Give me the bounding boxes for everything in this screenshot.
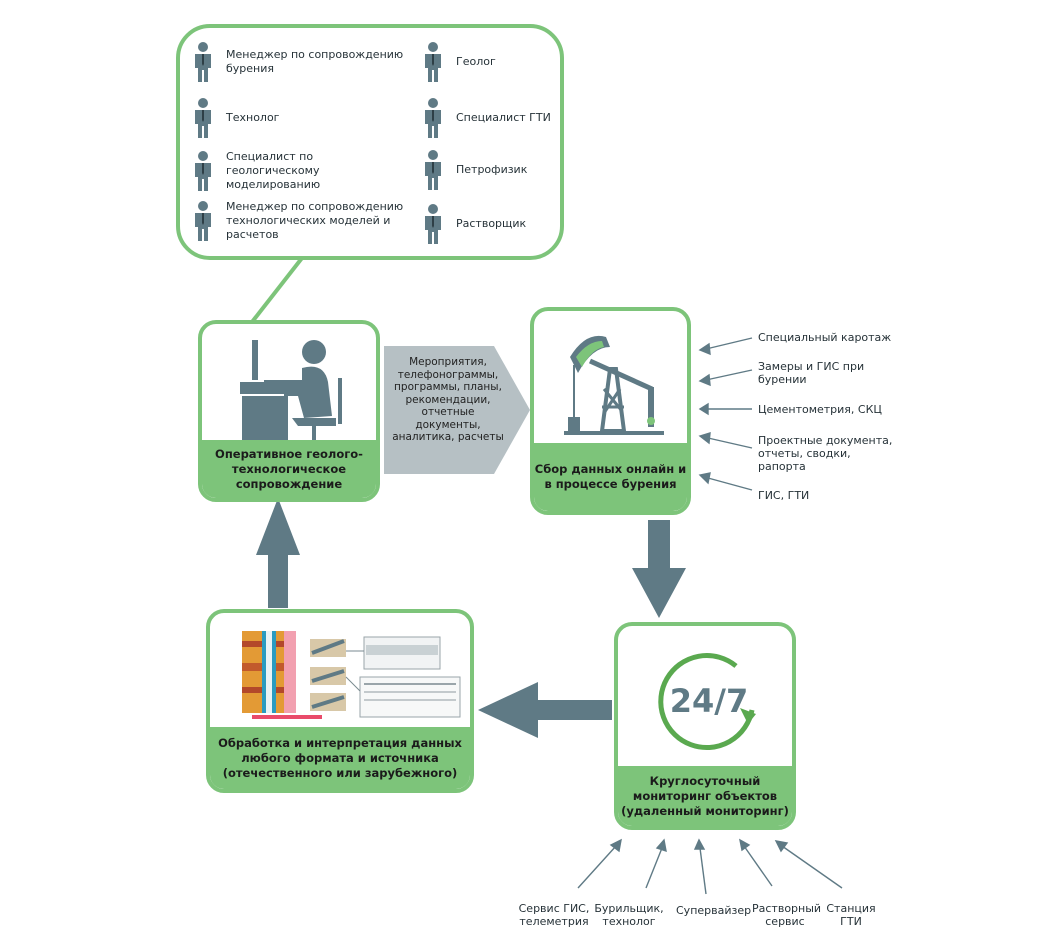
team-role-label: Менеджер по сопровождению бурения: [226, 48, 404, 75]
team-box: [176, 24, 564, 260]
team-role-label: Технолог: [226, 111, 280, 124]
person-icon: [425, 150, 441, 190]
team-role-right-1: Специалист ГТИ: [424, 98, 566, 138]
left-arrow: [478, 682, 612, 738]
team-role-left-3: Менеджер по сопровождению технологически…: [194, 200, 406, 242]
collection-input-label: Цементометрия, СКЦ: [758, 403, 882, 416]
team-role-left-1: Технолог: [194, 98, 406, 138]
person-icon: [195, 42, 211, 82]
flow-label: Мероприятия, телефонограммы, программы, …: [392, 356, 504, 443]
team-role-label: Специалист ГТИ: [456, 111, 551, 124]
person-icon: [195, 151, 211, 191]
up-arrow: [256, 498, 300, 608]
collection-input-arrows: [698, 337, 753, 491]
processing-card: Обработка и интерпретация данных любого …: [206, 609, 474, 793]
team-role-left-0: Менеджер по сопровождению бурения: [194, 42, 406, 82]
collection-card: Сбор данных онлайн и в процессе бурения: [530, 307, 691, 515]
person-icon: [425, 98, 441, 138]
team-role-label: Специалист по геологическому моделирован…: [226, 150, 321, 191]
flow-chevron-arrow: [384, 346, 530, 474]
collection-caption: Сбор данных онлайн и в процессе бурения: [534, 443, 687, 511]
log-interpretation-image: [242, 631, 461, 719]
collection-input-label: Специальный каротаж: [758, 331, 892, 344]
collection-input-label: Проектные документа, отчеты, сводки, рап…: [758, 434, 893, 473]
clock-24-7-icon: 24/7: [658, 653, 756, 750]
collection-input-label: ГИС, ГТИ: [758, 489, 810, 502]
monitoring-input-label: Растворный сервис: [752, 902, 822, 928]
pumpjack-icon: [564, 335, 664, 435]
down-arrow: [632, 520, 686, 618]
team-role-left-2: Специалист по геологическому моделирован…: [194, 150, 406, 192]
team-role-label: Растворщик: [456, 217, 527, 230]
team-role-label: Петрофизик: [456, 163, 528, 176]
team-role-right-3: Растворщик: [424, 204, 566, 244]
operator-at-desk-icon: [240, 340, 342, 454]
support-caption: Оперативное геолого-технологическое сопр…: [202, 440, 376, 498]
person-icon: [425, 204, 441, 244]
processing-caption: Обработка и интерпретация данных любого …: [210, 727, 470, 789]
monitoring-input-label: Супервайзер: [676, 904, 752, 917]
support-card: Оперативное геолого-технологическое сопр…: [198, 320, 380, 502]
monitoring-caption: Круглосуточный мониторинг объектов (удал…: [618, 766, 792, 826]
team-role-right-2: Петрофизик: [424, 150, 566, 190]
monitoring-badge: 24/7: [670, 682, 748, 720]
monitoring-card: 24/7 Круглосуточный мониторинг объектов …: [614, 622, 796, 830]
person-icon: [195, 201, 211, 241]
person-icon: [195, 98, 211, 138]
monitoring-input-label: Сервис ГИС, телеметрия: [518, 902, 590, 928]
team-connector-line: [250, 256, 304, 324]
team-role-right-0: Геолог: [424, 42, 566, 82]
monitoring-input-label: Станция ГТИ: [826, 902, 876, 928]
monitoring-input-label: Бурильщик, технолог: [594, 902, 664, 928]
team-role-label: Менеджер по сопровождению технологически…: [226, 200, 404, 241]
monitoring-input-arrows: [577, 838, 843, 895]
person-icon: [425, 42, 441, 82]
collection-input-label: Замеры и ГИС при бурении: [758, 360, 865, 386]
team-role-label: Геолог: [456, 55, 496, 68]
